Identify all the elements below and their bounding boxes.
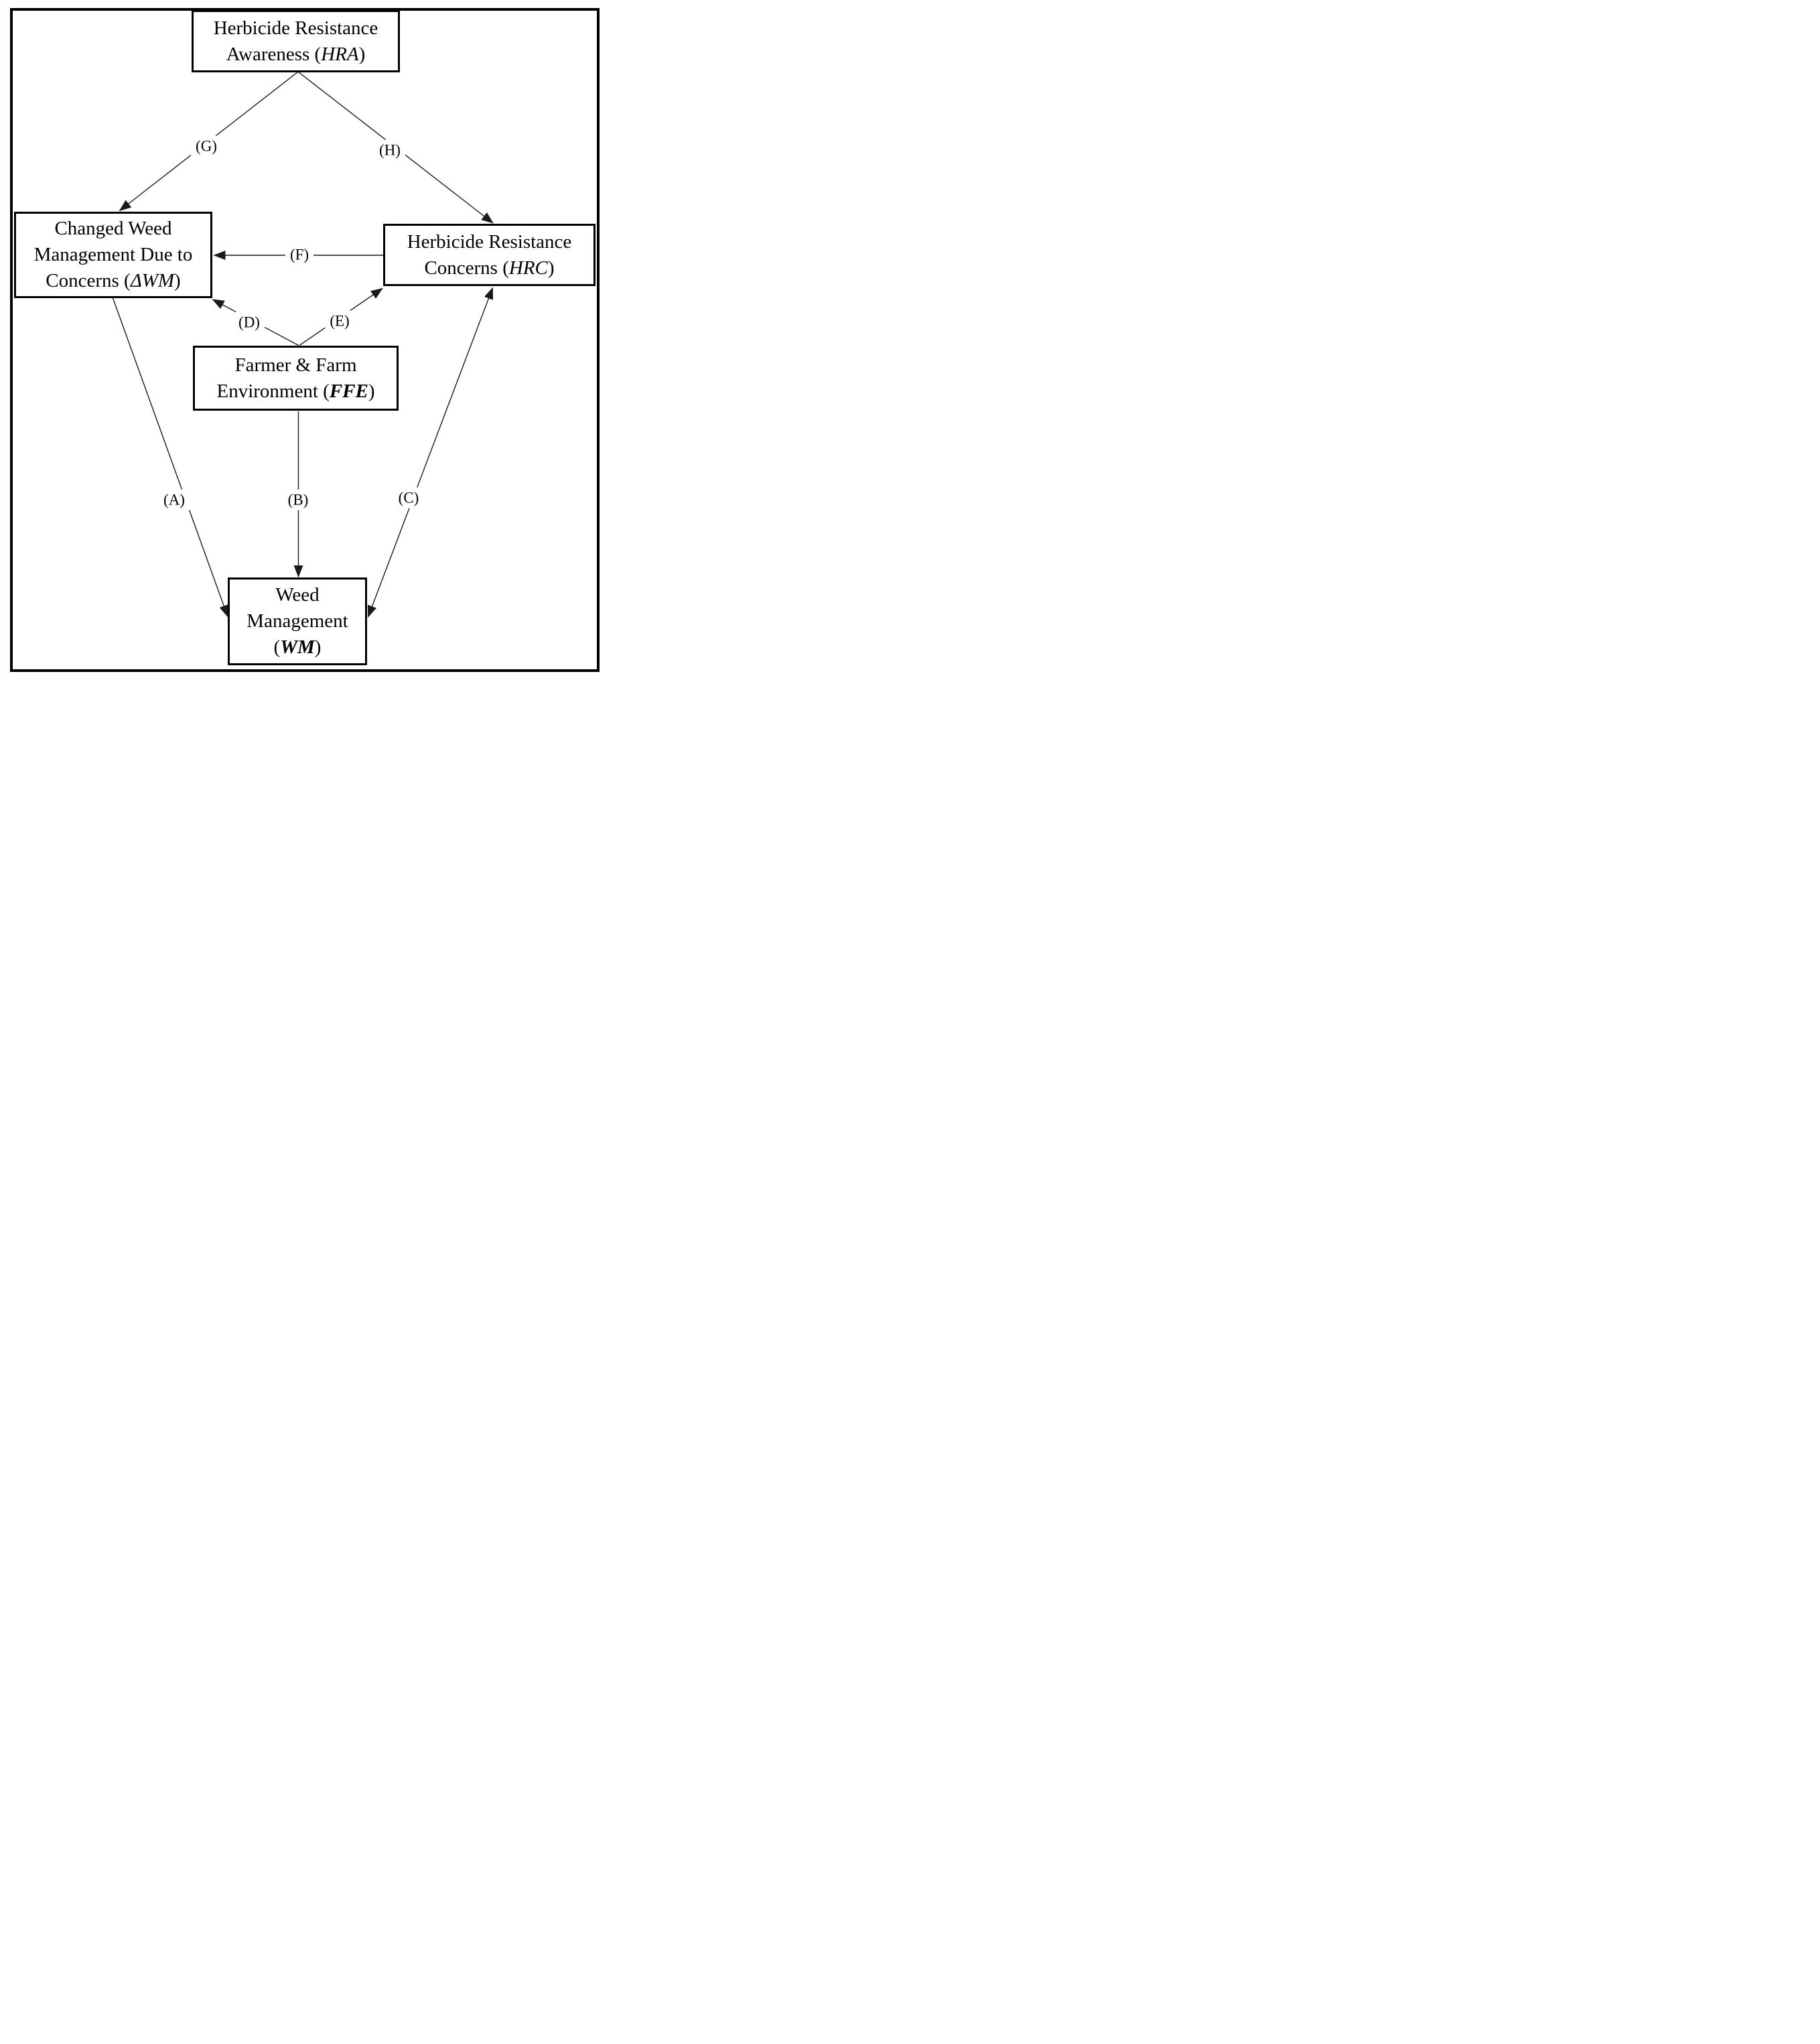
node-label-line: Farmer & Farm	[234, 354, 357, 376]
node-label-line: Changed Weed	[54, 218, 172, 240]
edge-label-b: (B)	[283, 489, 313, 510]
edge-label-d: (D)	[234, 312, 265, 333]
edge-label-a: (A)	[159, 489, 190, 510]
node-label-line: Concerns (HRC)	[424, 257, 555, 279]
node-label-line: Management	[247, 610, 348, 632]
edge-label-c: (C)	[393, 487, 424, 508]
node-changed-weed-management: Changed Weed Management Due to Concerns …	[14, 212, 212, 298]
edge-label-e: (E)	[325, 310, 354, 332]
node-herbicide-resistance-concerns: Herbicide Resistance Concerns (HRC)	[383, 224, 596, 286]
node-label-line: Awareness (HRA)	[226, 43, 366, 65]
edge-label-h: (H)	[374, 139, 405, 161]
node-label-line: Management Due to	[33, 244, 193, 266]
figure-canvas: Herbicide Resistance Awareness (HRA) Cha…	[0, 0, 607, 681]
node-label-line: (WM)	[273, 636, 322, 658]
node-label-line: Weed	[275, 584, 320, 606]
figure-border	[10, 8, 600, 672]
node-label-line: Herbicide Resistance	[407, 230, 572, 253]
node-farmer-farm-environment: Farmer & Farm Environment (FFE)	[193, 346, 399, 411]
node-label-line: Environment (FFE)	[216, 380, 375, 402]
node-label-line: Herbicide Resistance	[213, 17, 378, 39]
node-herbicide-resistance-awareness: Herbicide Resistance Awareness (HRA)	[192, 10, 400, 72]
edge-label-g: (G)	[191, 135, 222, 157]
node-weed-management: Weed Management (WM)	[228, 577, 367, 665]
node-label-line: Concerns (ΔWM)	[46, 269, 181, 291]
edge-label-f: (F)	[285, 244, 314, 265]
